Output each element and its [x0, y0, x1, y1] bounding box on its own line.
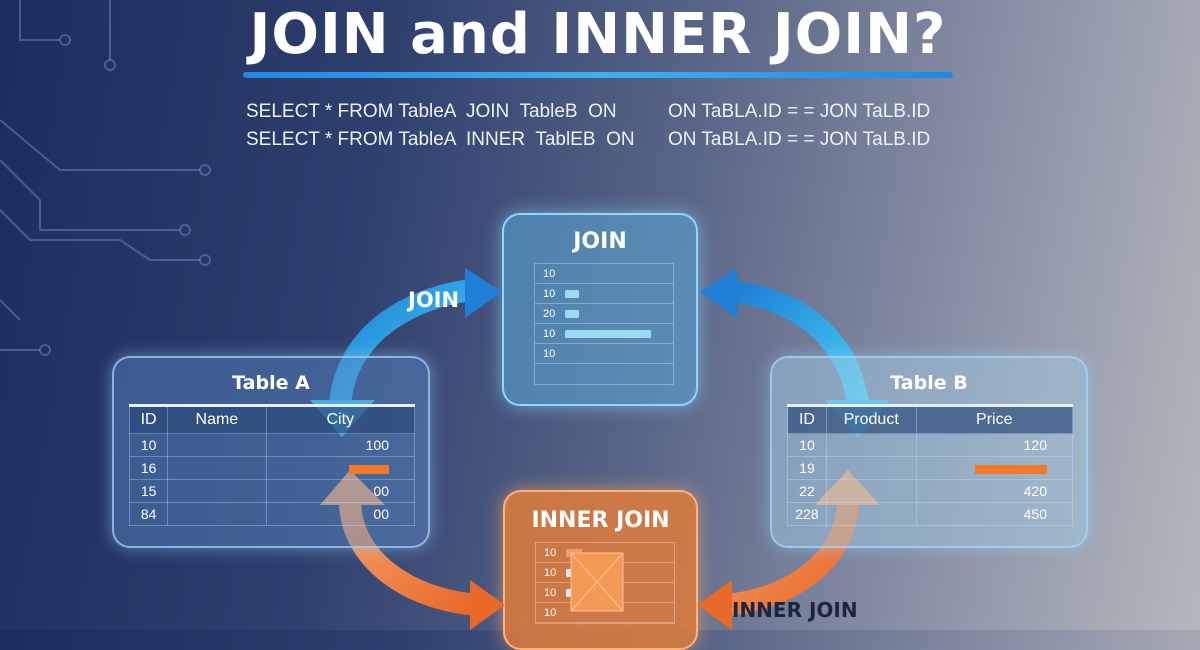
table-cell: 00 — [265, 502, 415, 526]
join-row: 10 — [535, 264, 673, 284]
table-cell: 120 — [915, 433, 1074, 457]
inner-join-result-box: INNER JOIN 10 10 10 10 — [503, 490, 698, 650]
table-cell: 15 — [128, 479, 169, 503]
table-cell: 228 — [787, 502, 827, 526]
join-arrow-label: JOIN — [408, 288, 460, 312]
table-cell: 10 — [787, 433, 827, 457]
table-cell: 00 — [265, 479, 415, 503]
table-cell: 10 — [544, 567, 557, 579]
table-cell: 10 — [544, 587, 557, 599]
table-cell: City — [265, 405, 415, 434]
table-cell: 84 — [128, 502, 169, 526]
join-box-title: JOIN — [573, 229, 627, 254]
table-cell — [915, 456, 1074, 480]
table-row: 10 120 — [787, 433, 1074, 457]
table-cell: 22 — [787, 479, 827, 503]
table-cell: 10 — [543, 288, 556, 300]
table-row: 84 00 — [128, 502, 415, 526]
table-cell — [825, 456, 917, 480]
inner-row: 10 — [536, 603, 674, 623]
table-cell — [167, 479, 267, 503]
table-b-title: Table B — [890, 372, 968, 394]
join-row: 10 — [535, 284, 673, 304]
circuit-decoration — [0, 0, 211, 356]
table-cell — [825, 479, 917, 503]
title-underline — [243, 72, 953, 78]
table-cell — [167, 502, 267, 526]
join-row: 20 — [535, 304, 673, 324]
join-row: 10 — [535, 324, 673, 344]
table-cell: 450 — [915, 502, 1074, 526]
table-cell — [825, 502, 917, 526]
page-title: JOIN and INNER JOIN? — [249, 2, 947, 67]
table-row: 16 — [128, 456, 415, 480]
table-a-title: Table A — [232, 372, 310, 394]
join-result-box: JOIN 10 10 20 10 10 — [502, 213, 698, 406]
table-cell: 10 — [543, 328, 556, 340]
table-cell: 10 — [543, 268, 556, 280]
highlight-bar — [349, 464, 389, 474]
table-row: 10 100 — [128, 433, 415, 457]
table-cell: 100 — [265, 433, 415, 457]
table-cell: Product — [825, 405, 917, 434]
table-cell — [167, 456, 267, 480]
sql-condition-join: ON TaBLA.ID = = JON TaLB.ID — [668, 101, 931, 122]
join-row: 10 — [535, 344, 673, 364]
table-row: 22 420 — [787, 479, 1074, 503]
inner-box-title: INNER JOIN — [531, 508, 670, 533]
table-cell — [167, 433, 267, 457]
inner-join-arrow-label: INNER JOIN — [732, 598, 858, 622]
table-row: 228 450 — [787, 502, 1074, 526]
table-cell: ID — [128, 405, 169, 434]
table-cell: 20 — [543, 308, 556, 320]
table-cell: Price — [915, 405, 1074, 434]
table-cell: 10 — [543, 348, 556, 360]
table-cell: Name — [167, 405, 267, 434]
table-cell: 10 — [544, 607, 557, 619]
table-cell: 10 — [544, 547, 557, 559]
table-cell: 19 — [787, 456, 827, 480]
sql-line-inner: SELECT * FROM TableA INNER TablEB ON — [246, 129, 635, 150]
sql-line-join: SELECT * FROM TableA JOIN TableB ON — [246, 101, 617, 122]
placeholder-image-icon — [570, 552, 624, 612]
table-cell — [265, 456, 415, 480]
table-cell: 10 — [128, 433, 169, 457]
table-row: 19 — [787, 456, 1074, 480]
table-cell: 420 — [915, 479, 1074, 503]
table-cell: ID — [787, 405, 827, 434]
highlight-bar — [975, 464, 1047, 474]
table-cell — [825, 433, 917, 457]
sql-condition-inner: ON TaBLA.ID = = JON TaLB.ID — [668, 129, 931, 150]
table-cell: 16 — [128, 456, 169, 480]
